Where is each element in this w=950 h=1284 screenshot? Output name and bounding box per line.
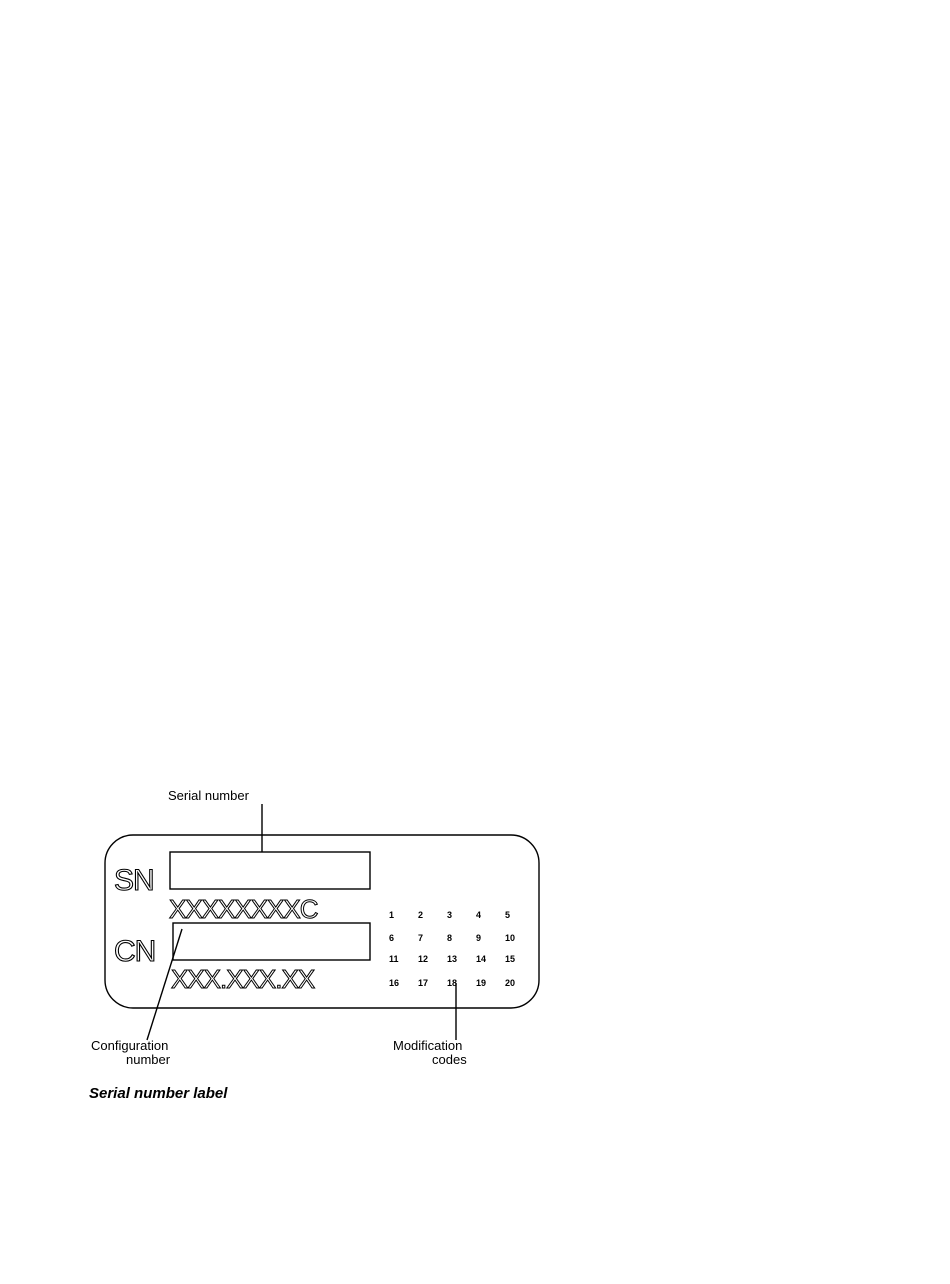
modification-code: 7	[418, 933, 423, 943]
modification-code: 2	[418, 910, 423, 920]
modification-code: 4	[476, 910, 481, 920]
cn-value: XXX.XXX.XX	[171, 964, 315, 994]
configuration-number-callout-line2: number	[126, 1052, 171, 1067]
sn-prefix: SN	[114, 864, 154, 897]
figure-caption: Serial number label	[89, 1085, 228, 1102]
sn-value: XXXXXXXXC	[169, 894, 318, 924]
modification-code: 11	[389, 954, 399, 964]
configuration-number-box	[173, 923, 370, 960]
modification-code: 19	[476, 978, 486, 988]
modification-code: 1	[389, 910, 394, 920]
modification-code: 20	[505, 978, 515, 988]
modification-codes-callout-line2: codes	[432, 1052, 467, 1067]
modification-code: 6	[389, 933, 394, 943]
serial-number-box	[170, 852, 370, 889]
configuration-number-callout-line1: Configuration	[91, 1038, 168, 1053]
cn-prefix: CN	[114, 935, 155, 968]
modification-code: 17	[418, 978, 428, 988]
modification-code: 13	[447, 954, 457, 964]
modification-code: 9	[476, 933, 481, 943]
modification-code: 12	[418, 954, 428, 964]
modification-code: 8	[447, 933, 452, 943]
modification-code: 14	[476, 954, 486, 964]
modification-code: 15	[505, 954, 515, 964]
serial-number-callout: Serial number	[168, 788, 250, 803]
modification-code: 16	[389, 978, 399, 988]
modification-code: 10	[505, 933, 515, 943]
modification-codes-callout-line1: Modification	[393, 1038, 462, 1053]
modification-code: 5	[505, 910, 510, 920]
modification-code: 3	[447, 910, 452, 920]
